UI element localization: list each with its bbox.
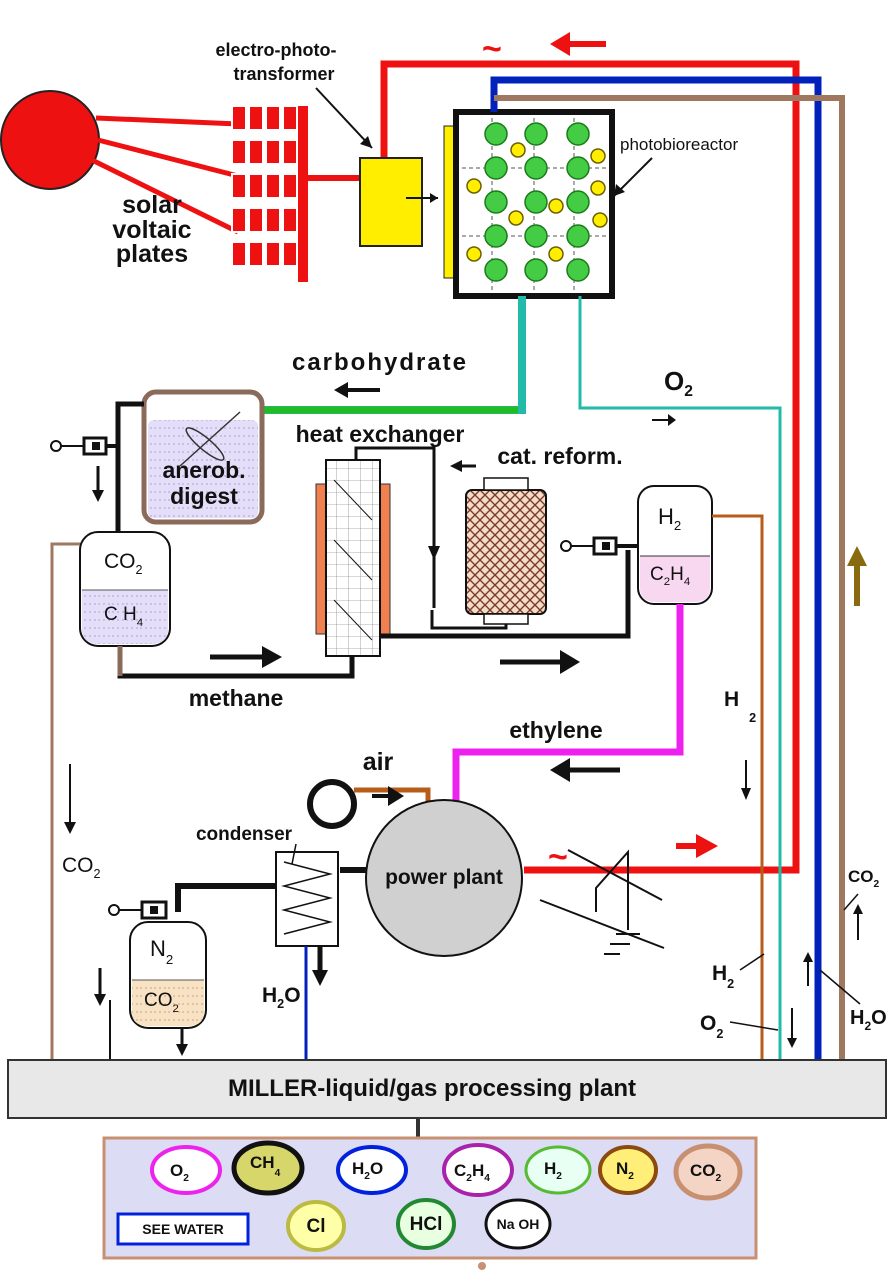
ethylene-label: ethylene (509, 717, 602, 743)
product-h2: H2 (524, 1145, 592, 1195)
tank-co2-label: CO2 (104, 550, 143, 577)
h2o-right-label: H2O (850, 1007, 887, 1033)
tank-n2-label: N2 (150, 936, 173, 967)
co2-ch4-tank (79, 531, 171, 647)
condenser (275, 851, 339, 947)
ac-symbol-bottom: ~ (548, 838, 568, 876)
h2o-condenser-label: H2O (262, 984, 301, 1011)
svg-text:N2: N2 (616, 1159, 634, 1182)
electro-photo-transformer (359, 157, 423, 247)
tank-h2-label: H2 (658, 504, 681, 533)
h2-line (712, 514, 764, 1062)
svg-text:Na OH: Na OH (497, 1216, 540, 1232)
o2-line (578, 296, 782, 1062)
tank-c2h4-label: C2H4 (650, 564, 690, 588)
power-circuit-line (380, 60, 800, 874)
h2-right-label: H2 (724, 688, 756, 725)
co2-up-arrow (847, 546, 867, 566)
product-c2h4: C2H4 (442, 1143, 514, 1197)
catalytic-reformer (465, 477, 547, 625)
photobioreactor-label: photobioreactor (620, 135, 738, 154)
solar-label-2: voltaic (112, 216, 191, 244)
h2-lower-label: H2 (712, 962, 734, 991)
svg-text:C2H4: C2H4 (454, 1161, 490, 1184)
product-co2: CO2 (673, 1143, 743, 1201)
co2-return-line (494, 95, 845, 1062)
power-plant (365, 799, 523, 957)
tank-ch4-label: C H4 (104, 604, 143, 629)
product-hcl: HCl (396, 1198, 456, 1250)
svg-text:H2: H2 (544, 1159, 562, 1182)
electro-photo-label-2: transformer (233, 64, 334, 84)
carbohydrate-label: carbohydrate (292, 349, 468, 376)
product-n2: N2 (598, 1145, 658, 1195)
valve-3 (108, 900, 168, 920)
sun (0, 90, 100, 190)
miller-processing-plant (7, 1059, 887, 1119)
n2-co2-tank (129, 921, 207, 1029)
tank-co2-bottom-label: CO2 (144, 990, 179, 1015)
co2-left-label: CO2 (62, 854, 101, 881)
co2-left-line (50, 542, 80, 1062)
product-naoh: Na OH (484, 1198, 552, 1250)
condenser-label: condenser (196, 824, 293, 845)
anerob-label-1: anerob. (162, 457, 245, 483)
product-h2o: H2O (336, 1145, 408, 1195)
product-o2: O2 (150, 1145, 222, 1195)
product-cl: Cl (286, 1200, 346, 1252)
air-compressor (307, 779, 357, 829)
methane-line (117, 646, 355, 679)
valve-2 (560, 536, 638, 556)
air-line (354, 787, 431, 804)
reformer-out-line (380, 550, 631, 639)
ethylene-line (452, 604, 684, 802)
svg-text:Cl: Cl (307, 1216, 326, 1237)
svg-text:HCl: HCl (410, 1214, 443, 1235)
svg-text:CO2: CO2 (690, 1161, 722, 1184)
product-ch4: CH4 (231, 1140, 305, 1196)
solar-label-1: solar (122, 191, 182, 219)
co2-right-label: CO2 (848, 867, 880, 890)
photobioreactor (443, 109, 615, 299)
o2-lower-label: O2 (700, 1012, 723, 1041)
svg-text:O2: O2 (170, 1161, 189, 1184)
methane-label: methane (189, 685, 284, 711)
cat-reform-label: cat. reform. (497, 443, 622, 469)
o2-label: O2 (664, 366, 693, 400)
svg-text:H2O: H2O (352, 1159, 383, 1182)
valve-1 (50, 436, 118, 456)
switch-ground-symbol (539, 849, 665, 955)
miller-label: MILLER-liquid/gas processing plant (228, 1075, 636, 1102)
electro-photo-label-1: electro-photo- (216, 40, 337, 60)
svg-text:CH4: CH4 (250, 1153, 281, 1179)
anerob-label-2: digest (170, 483, 238, 509)
power-plant-label: power plant (385, 866, 503, 889)
air-label: air (363, 748, 394, 776)
heat-exchanger (315, 459, 391, 657)
sun-rays (90, 115, 240, 235)
solar-voltaic-plates (231, 105, 308, 282)
h2-c2h4-tank (637, 485, 713, 605)
ac-symbol-top: ~ (482, 30, 502, 68)
anaerobic-digester (141, 389, 265, 525)
see-water-button[interactable]: SEE WATER (116, 1212, 250, 1246)
solar-label-3: plates (116, 240, 188, 268)
transformer-pointer (315, 87, 373, 149)
heat-exchanger-label: heat exchanger (296, 421, 465, 447)
svg-text:SEE WATER: SEE WATER (142, 1221, 223, 1237)
